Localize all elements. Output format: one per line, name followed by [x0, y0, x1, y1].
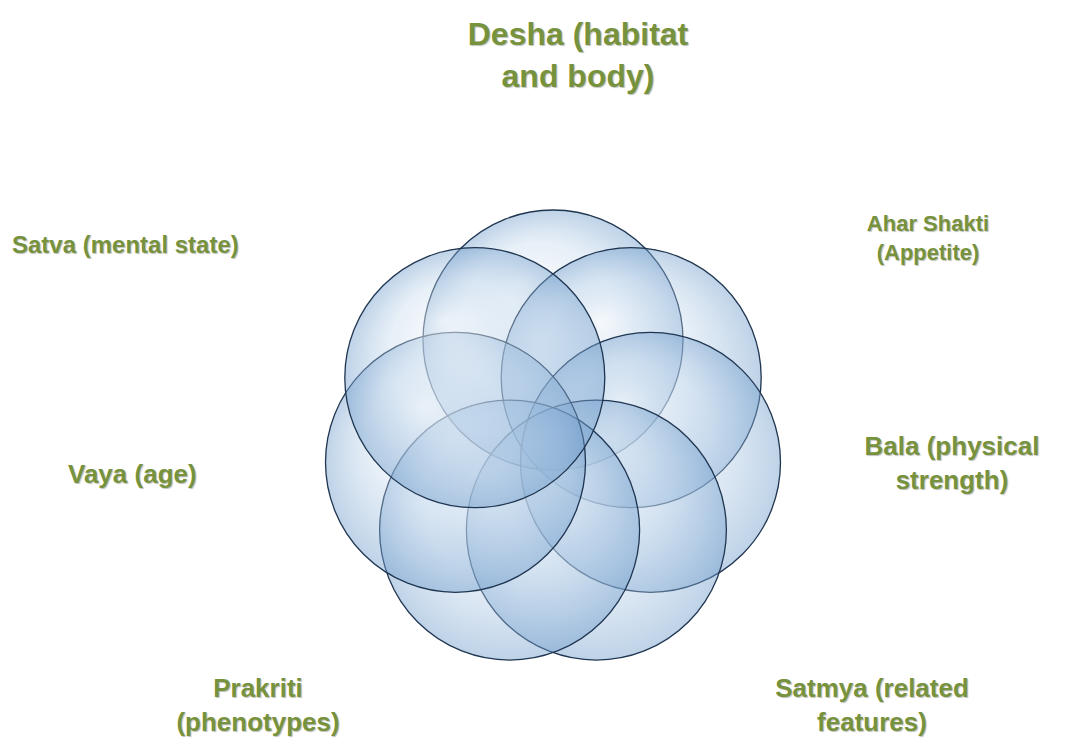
factor-label: Prakriti (phenotypes)	[148, 672, 368, 740]
factor-label: Ahar Shakti (Appetite)	[838, 210, 1018, 267]
factor-label: Desha (habitat and body)	[463, 14, 693, 97]
circle	[345, 248, 605, 508]
factor-label: Satmya (related features)	[752, 672, 992, 740]
factor-label: Satva (mental state)	[12, 229, 372, 260]
factor-label: Bala (physical strength)	[832, 430, 1072, 498]
factor-label: Vaya (age)	[68, 458, 258, 492]
